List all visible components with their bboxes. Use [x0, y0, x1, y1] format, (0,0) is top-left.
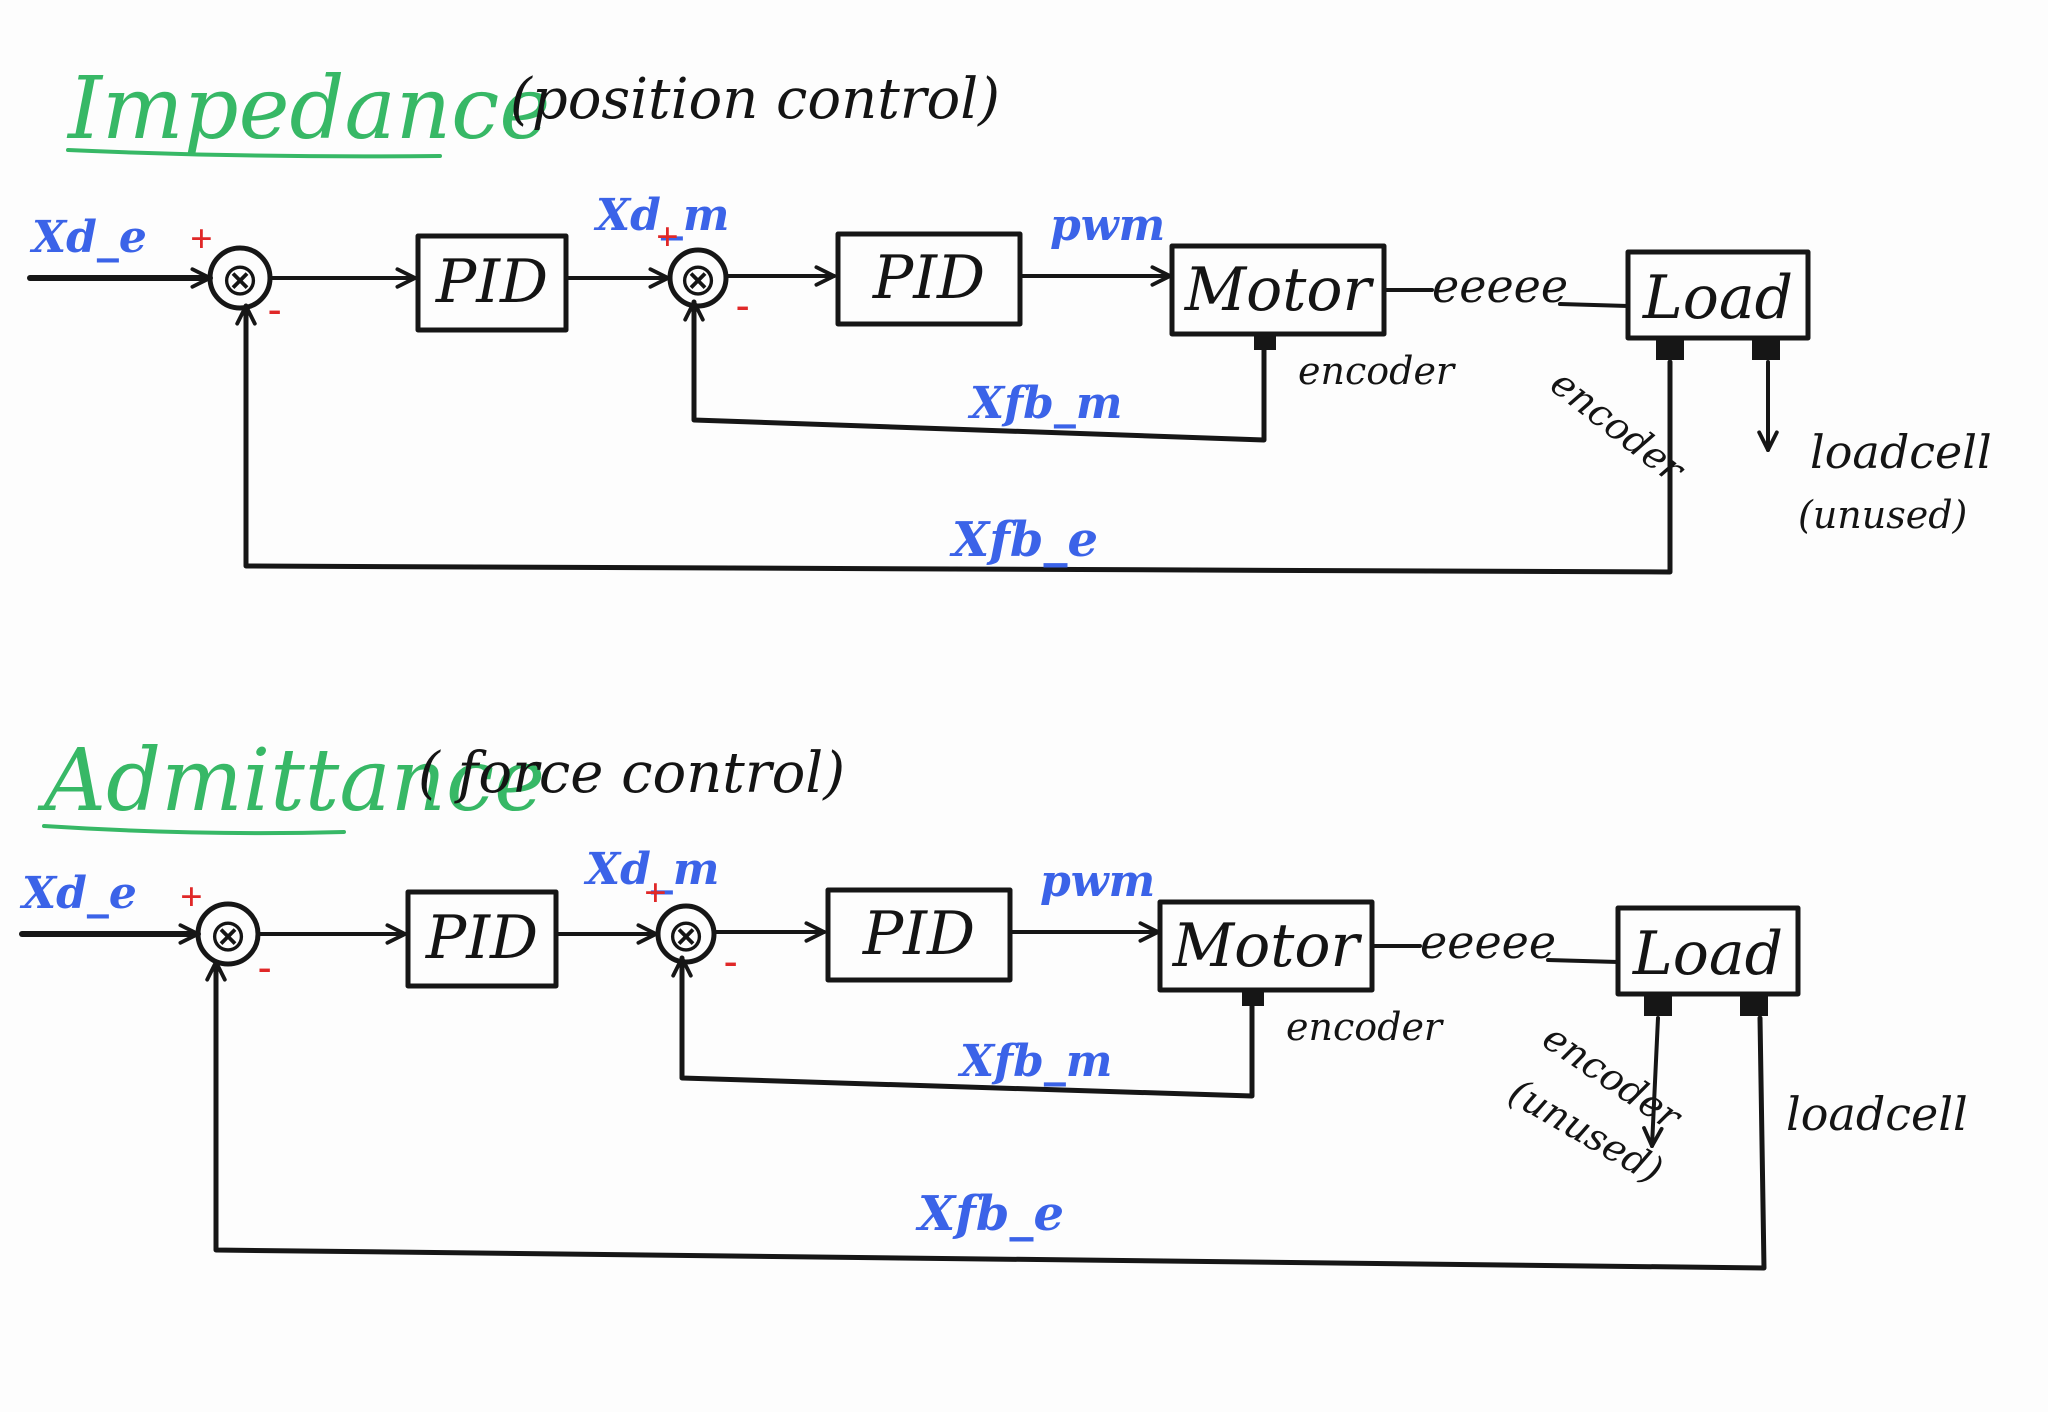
impedance-input-label: Xd_e: [29, 212, 147, 263]
impedance-shaft-right: [1558, 302, 1630, 308]
admittance-motor-encoder-mark: [1242, 990, 1264, 1006]
impedance-minus-2: -: [736, 282, 749, 327]
impedance-motor-encoder-label: encoder: [1298, 349, 1457, 393]
admittance-load-encoder-arrow: [1642, 1016, 1664, 1148]
impedance-loadcell-note: (unused): [1798, 493, 1967, 537]
admittance-minus-2: -: [724, 938, 737, 983]
admittance-title-underline: [42, 824, 346, 836]
admittance-diagram: Admittance ( force control) Xd_e ⊗ + - P…: [19, 731, 1968, 1271]
impedance-pwm-label: pwm: [1050, 200, 1165, 251]
impedance-load-label: Load: [1642, 263, 1793, 333]
admittance-pid1-label: PID: [425, 903, 538, 973]
impedance-motor-encoder-mark: [1254, 334, 1276, 350]
admittance-outer-feedback-label: Xfb_e: [915, 1186, 1064, 1242]
admittance-motor-label: Motor: [1172, 911, 1363, 981]
admittance-sum2-symbol: ⊗: [667, 910, 706, 961]
impedance-outer-feedback-label: Xfb_e: [949, 512, 1098, 568]
admittance-pid2-label: PID: [862, 899, 975, 969]
impedance-subtitle: (position control): [510, 67, 1000, 132]
impedance-motor-feedback-line: [683, 299, 1267, 443]
impedance-pid1-label: PID: [435, 247, 548, 317]
admittance-input-label: Xd_e: [19, 868, 137, 919]
impedance-motor-feedback-label: Xfb_m: [967, 378, 1122, 429]
admittance-spring: eeeee: [1420, 915, 1556, 969]
admittance-subtitle: ( force control): [418, 741, 845, 806]
impedance-load-encoder-mark: [1656, 338, 1684, 360]
admittance-summing-junction-1: ⊗: [195, 901, 261, 967]
impedance-pid2-label: PID: [872, 243, 985, 313]
impedance-plus-2: +: [656, 214, 679, 259]
admittance-motor-encoder-label: encoder: [1286, 1005, 1445, 1049]
admittance-load-block: [1615, 905, 1801, 997]
impedance-loadcell-label: loadcell: [1810, 425, 1992, 479]
admittance-loadcell-label: loadcell: [1786, 1087, 1968, 1141]
impedance-title-underline: [66, 148, 442, 159]
admittance-plus-1: +: [180, 874, 203, 919]
impedance-spring: eeeee: [1432, 259, 1568, 313]
impedance-summing-junction-1: ⊗: [207, 245, 273, 311]
admittance-load-encoder-mark: [1644, 994, 1672, 1016]
admittance-pid1-block: [405, 889, 559, 989]
impedance-diagram: Impedance (position control) Xd_e ⊗ + - …: [27, 59, 1992, 575]
admittance-shaft-right: [1546, 958, 1620, 964]
impedance-outer-feedback-line: [235, 303, 1673, 575]
admittance-pid2-block: [825, 887, 1013, 983]
impedance-plus-1: +: [190, 216, 213, 261]
admittance-motor-feedback-label: Xfb_m: [957, 1036, 1112, 1087]
admittance-title: Admittance: [37, 731, 545, 831]
impedance-motor-label: Motor: [1184, 255, 1375, 325]
impedance-loadcell-mark: [1752, 338, 1780, 360]
admittance-loadcell-mark: [1740, 994, 1768, 1016]
impedance-title: Impedance: [66, 59, 550, 159]
impedance-minus-1: -: [268, 286, 281, 331]
impedance-pid1-block: [415, 233, 569, 333]
impedance-sum2-symbol: ⊗: [679, 254, 718, 305]
impedance-sum1-symbol: ⊗: [221, 254, 260, 305]
impedance-inner-ref-label: Xd_m: [593, 190, 729, 241]
admittance-plus-2: +: [644, 870, 667, 915]
admittance-sum1-symbol: ⊗: [209, 910, 248, 961]
impedance-load-block: [1625, 249, 1811, 341]
admittance-load-label: Load: [1632, 919, 1783, 989]
admittance-inner-ref-label: Xd_m: [583, 844, 719, 895]
admittance-pwm-label: pwm: [1040, 856, 1155, 907]
impedance-pid2-block: [835, 231, 1023, 327]
admittance-minus-1: -: [258, 944, 271, 989]
admittance-motor-feedback-line: [671, 955, 1255, 1099]
admittance-outer-feedback-line: [205, 959, 1767, 1271]
